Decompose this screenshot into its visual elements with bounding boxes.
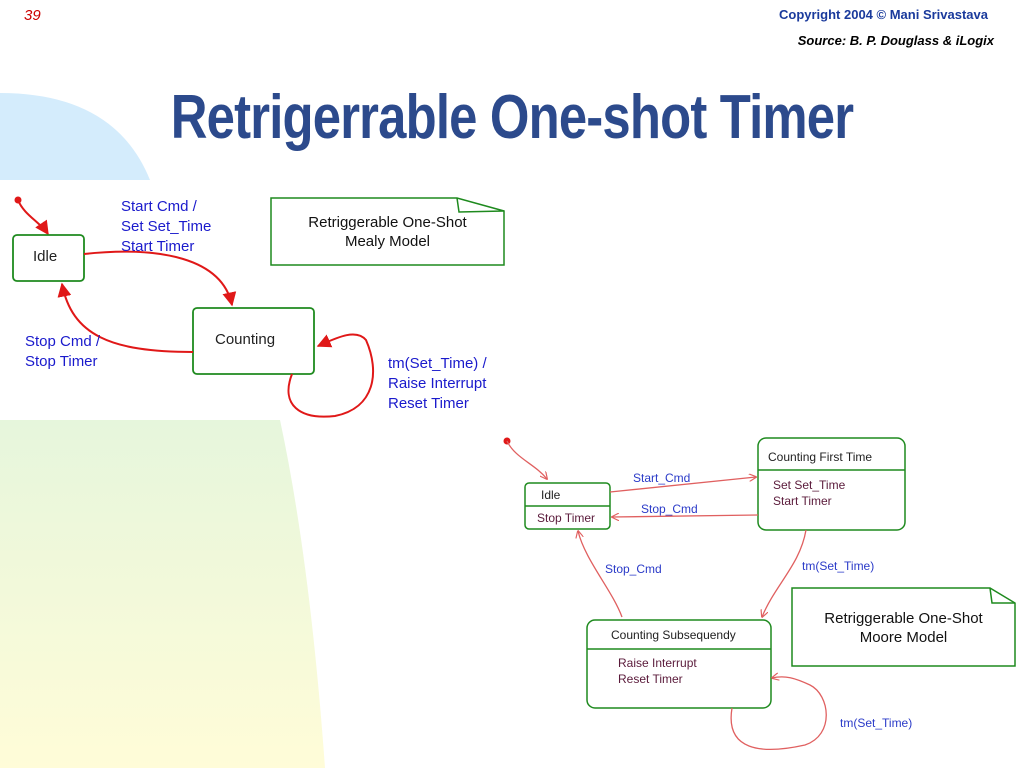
mealy-initial-arrow xyxy=(17,199,49,236)
source-text: Source: B. P. Douglass & iLogix xyxy=(797,33,994,48)
mealy-counting-label: Counting xyxy=(215,331,276,348)
moore-start-arrow xyxy=(609,477,756,493)
mealy-timeout-label: tm(Set_Time) / Raise Interrupt Reset Tim… xyxy=(388,355,487,412)
moore-diagram xyxy=(503,437,1016,750)
mealy-stop-arrow xyxy=(57,282,194,353)
moore-initial-arrow xyxy=(506,440,547,479)
mealy-note-box xyxy=(270,197,505,266)
mealy-note-text: Retriggerable One-Shot Mealy Model xyxy=(308,214,467,250)
moore-idle-name: Idle xyxy=(541,488,561,502)
mealy-diagram xyxy=(12,196,505,418)
mealy-stop-label: Stop Cmd / Stop Timer xyxy=(25,333,101,370)
moore-subsequent-actions: Raise Interrupt Reset Timer xyxy=(618,656,697,686)
moore-tm-self-label: tm(Set_Time) xyxy=(840,716,913,730)
moore-tm-self-arrow xyxy=(730,677,827,750)
blue-quarter-circle xyxy=(0,93,150,180)
moore-tm-mid-label: tm(Set_Time) xyxy=(802,559,875,573)
moore-subsequent-name: Counting Subsequendy xyxy=(611,628,736,642)
mealy-start-label: Start Cmd / Set Set_Time Start Timer xyxy=(121,198,212,255)
mealy-start-arrow xyxy=(83,250,237,307)
moore-note-text: Retriggerable One-Shot Moore Model xyxy=(824,610,983,646)
moore-note-box xyxy=(791,587,1016,667)
moore-start-label: Start_Cmd xyxy=(633,471,691,485)
moore-first-name: Counting First Time xyxy=(768,450,873,464)
mealy-idle-label: Idle xyxy=(33,248,58,265)
moore-idle-action: Stop Timer xyxy=(537,511,596,525)
moore-stop-left-arrow xyxy=(578,531,623,618)
mealy-timeout-arrow xyxy=(287,333,374,418)
moore-note-fold xyxy=(989,587,1015,604)
moore-counting-first-state xyxy=(757,437,906,531)
mealy-note-fold xyxy=(456,197,505,213)
moore-tm-mid-arrow xyxy=(762,529,807,617)
moore-stop-left-label: Stop_Cmd xyxy=(605,562,662,576)
moore-stop-top-label: Stop_Cmd xyxy=(641,502,698,516)
green-yellow-band xyxy=(0,420,325,768)
page-title: Retrigerrable One-shot Timer xyxy=(170,83,854,152)
mealy-counting-state xyxy=(192,307,315,375)
moore-counting-subsequent-state xyxy=(586,619,772,709)
copyright-text: Copyright 2004 © Mani Srivastava xyxy=(779,7,988,22)
slide-number: 39 xyxy=(24,7,41,24)
mealy-idle-state xyxy=(12,234,85,282)
moore-stop-top-arrow xyxy=(612,515,759,517)
moore-first-actions: Set Set_Time Start Timer xyxy=(773,478,846,508)
